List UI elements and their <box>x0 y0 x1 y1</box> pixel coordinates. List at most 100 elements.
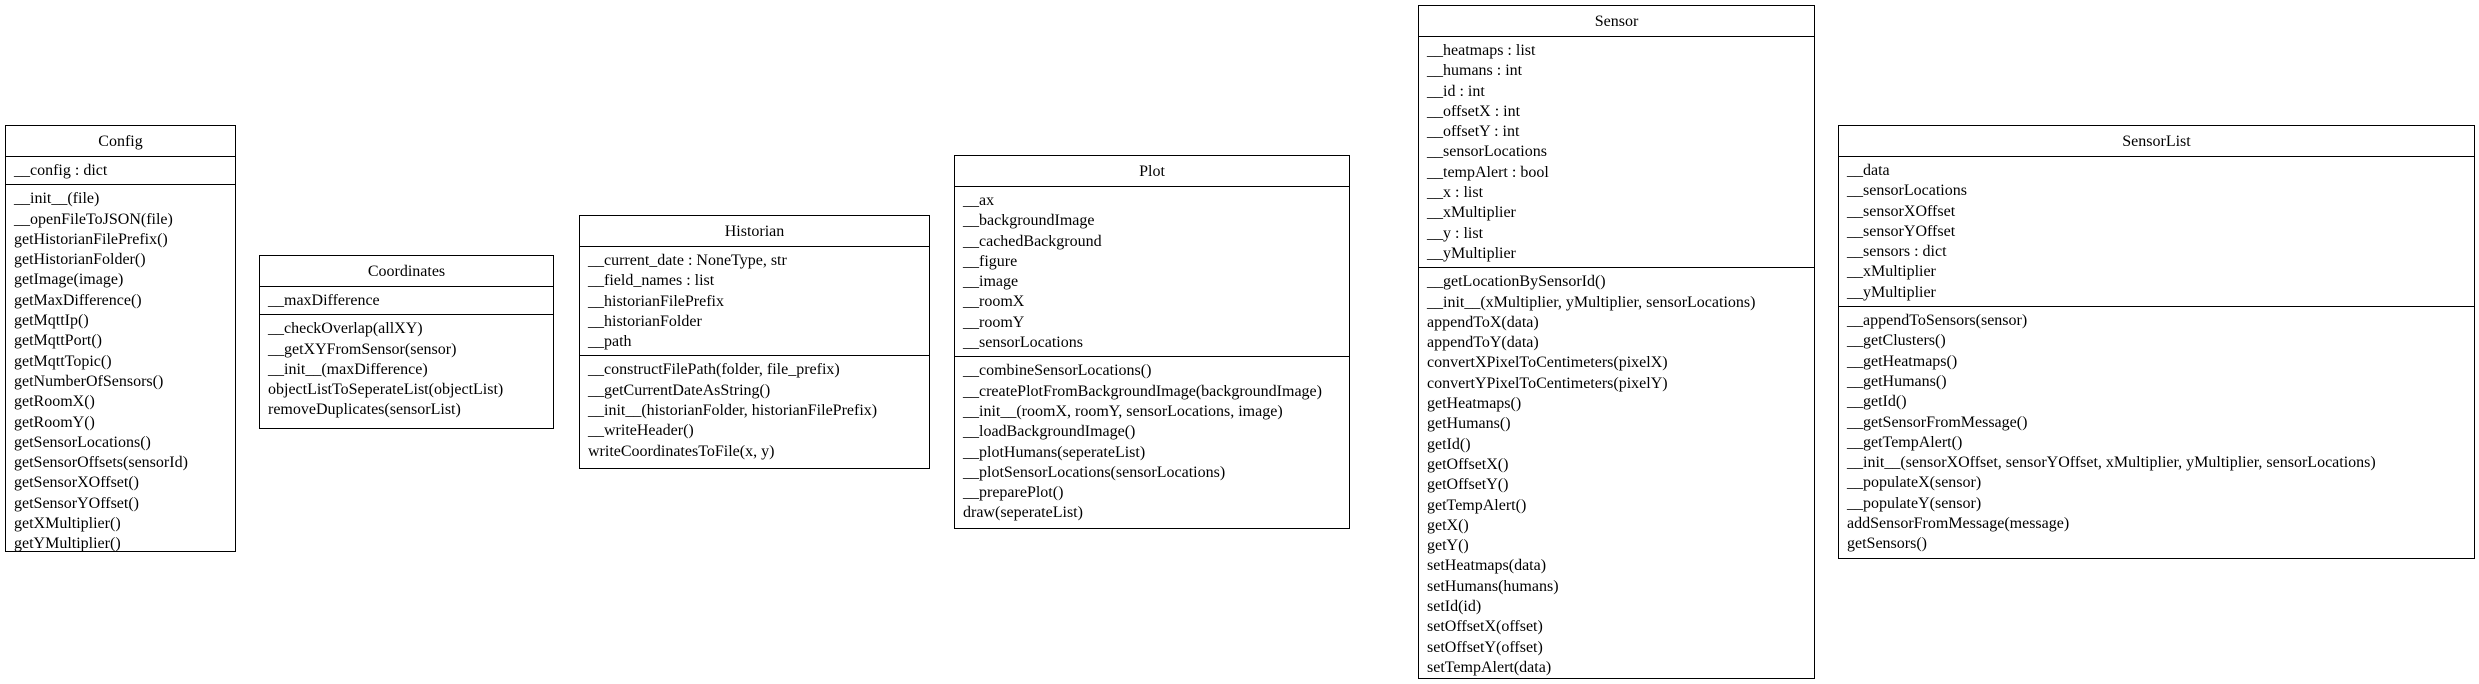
method-line: __init__(sensorXOffset, sensorYOffset, x… <box>1847 454 2376 472</box>
method-line: getOffsetX() <box>1427 455 1509 473</box>
method-line: __constructFilePath(folder, file_prefix) <box>588 361 840 379</box>
method-line: getHeatmaps() <box>1427 395 1522 413</box>
attribute-line: __historianFilePrefix <box>588 292 724 310</box>
method-line: setOffsetY(offset) <box>1427 638 1543 656</box>
attribute-line: __heatmaps : list <box>1427 42 1536 59</box>
method-line: getYMultiplier() <box>14 535 121 553</box>
attribute-line: __x : list <box>1427 184 1484 202</box>
method-line: getMaxDifference() <box>14 291 142 309</box>
method-line: getMqttTopic() <box>14 352 112 370</box>
attributes-section: __maxDifference <box>260 287 553 316</box>
method-line: addSensorFromMessage(message) <box>1847 515 2070 533</box>
method-line: getXMultiplier() <box>14 515 121 533</box>
attribute-line: __path <box>588 333 632 351</box>
attribute-line: __tempAlert : bool <box>1427 163 1549 181</box>
attribute-line: __roomY <box>963 313 1025 331</box>
method-line: __plotHumans(seperateList) <box>963 443 1146 461</box>
class-config: Config __config : dict __init__(file) __o… <box>5 125 236 552</box>
class-name: Config <box>6 126 235 157</box>
method-line: getSensorLocations() <box>14 433 151 451</box>
method-line: getRoomY() <box>14 413 95 431</box>
attribute-line: __yMultiplier <box>1847 283 1936 301</box>
attributes-section: __config : dict <box>6 157 235 186</box>
method-line: __openFileToJSON(file) <box>14 210 173 228</box>
method-line: setHumans(humans) <box>1427 577 1559 595</box>
class-name: Coordinates <box>260 256 553 287</box>
method-line: __getCurrentDateAsString() <box>588 381 771 399</box>
class-historian: Historian __current_date : NoneType, str… <box>579 215 930 469</box>
attribute-line: __y : list <box>1427 224 1484 242</box>
method-line: __checkOverlap(allXY) <box>268 320 423 338</box>
class-name: SensorList <box>1839 126 2474 157</box>
method-line: objectListToSeperateList(objectList) <box>268 381 504 399</box>
class-name: Sensor <box>1419 6 1814 37</box>
method-line: getHistorianFilePrefix() <box>14 230 168 248</box>
method-line: getOffsetY() <box>1427 476 1509 494</box>
methods-section: __combineSensorLocations() __createPlotFr… <box>955 357 1349 526</box>
attribute-line: __figure <box>963 252 1018 270</box>
method-line: getSensorXOffset() <box>14 474 140 492</box>
attributes-section: __current_date : NoneType, str __field_na… <box>580 247 929 357</box>
method-line: __init__(xMultiplier, yMultiplier, senso… <box>1427 293 1756 311</box>
method-line: __getSensorFromMessage() <box>1847 413 2028 431</box>
class-coordinates: Coordinates __maxDifference __checkOverl… <box>259 255 554 429</box>
method-line: convertXPixelToCentimeters(pixelX) <box>1427 354 1668 372</box>
class-sensorlist: SensorList __data__sensorLocations__sens… <box>1838 125 2475 559</box>
method-line: __appendToSensors(sensor) <box>1847 312 2028 330</box>
method-line: __combineSensorLocations() <box>963 362 1152 380</box>
method-line: getX() <box>1427 516 1469 534</box>
attribute-line: __xMultiplier <box>1847 263 1936 281</box>
method-line: __init__(roomX, roomY, sensorLocations, … <box>963 402 1283 420</box>
method-line: removeDuplicates(sensorList) <box>268 401 461 419</box>
attribute-line: __offsetY : int <box>1427 123 1520 141</box>
method-line: getMqttPort() <box>14 332 102 350</box>
method-line: __populateY(sensor) <box>1847 494 1982 512</box>
method-line: __getHumans() <box>1847 372 1947 390</box>
attribute-line: __config : dict <box>14 162 108 179</box>
attributes-section: __data__sensorLocations__sensorXOffset__… <box>1839 157 2474 308</box>
method-line: __getTempAlert() <box>1847 433 1963 451</box>
method-line: setHeatmaps(data) <box>1427 557 1547 575</box>
method-line: __loadBackgroundImage() <box>963 423 1136 441</box>
method-line: __getHeatmaps() <box>1847 352 1958 370</box>
method-line: __preparePlot() <box>963 484 1064 502</box>
attribute-line: __sensors : dict <box>1847 243 1947 261</box>
methods-section: __getLocationBySensorId() __init__(xMulti… <box>1419 268 1814 681</box>
attribute-line: __sensorXOffset <box>1847 202 1956 220</box>
attribute-line: __id : int <box>1427 82 1485 100</box>
method-line: __createPlotFromBackgroundImage(backgrou… <box>963 382 1322 400</box>
attribute-line: __image <box>963 273 1019 291</box>
method-line: getId() <box>1427 435 1471 453</box>
method-line: __init__(file) <box>14 190 100 208</box>
attribute-line: __backgroundImage <box>963 212 1095 230</box>
method-line: draw(seperateList) <box>963 504 1083 522</box>
method-line: __init__(maxDifference) <box>268 360 428 378</box>
attribute-line: __ax <box>963 192 995 209</box>
method-line: __populateX(sensor) <box>1847 474 1982 492</box>
method-line: __getLocationBySensorId() <box>1427 273 1606 291</box>
attribute-line: __data <box>1847 162 1890 179</box>
attribute-line: __yMultiplier <box>1427 244 1516 262</box>
methods-section: __constructFilePath(folder, file_prefix)… <box>580 356 929 464</box>
attribute-line: __offsetX : int <box>1427 102 1521 120</box>
method-line: setId(id) <box>1427 598 1482 616</box>
attribute-line: __current_date : NoneType, str <box>588 252 787 269</box>
class-name: Historian <box>580 216 929 247</box>
method-line: getMqttIp() <box>14 312 89 330</box>
method-line: __init__(historianFolder, historianFileP… <box>588 402 878 420</box>
attribute-line: __sensorLocations <box>1427 143 1547 161</box>
method-line: setTempAlert(data) <box>1427 658 1552 676</box>
method-line: setOffsetX(offset) <box>1427 618 1543 636</box>
method-line: __plotSensorLocations(sensorLocations) <box>963 463 1226 481</box>
attribute-line: __sensorLocations <box>963 334 1083 352</box>
method-line: getNumberOfSensors() <box>14 372 164 390</box>
methods-section: __appendToSensors(sensor)__getClusters()… <box>1839 307 2474 558</box>
class-sensor: Sensor __heatmaps : list __humans : int __… <box>1418 5 1815 679</box>
attribute-line: __cachedBackground <box>963 232 1102 250</box>
method-line: getSensors() <box>1847 535 1927 553</box>
method-line: convertYPixelToCentimeters(pixelY) <box>1427 374 1668 392</box>
attribute-line: __humans : int <box>1427 62 1523 80</box>
class-plot: Plot __ax__backgroundImage__cachedBackgr… <box>954 155 1350 529</box>
attribute-line: __field_names : list <box>588 272 715 290</box>
method-line: __getXYFromSensor(sensor) <box>268 340 457 358</box>
